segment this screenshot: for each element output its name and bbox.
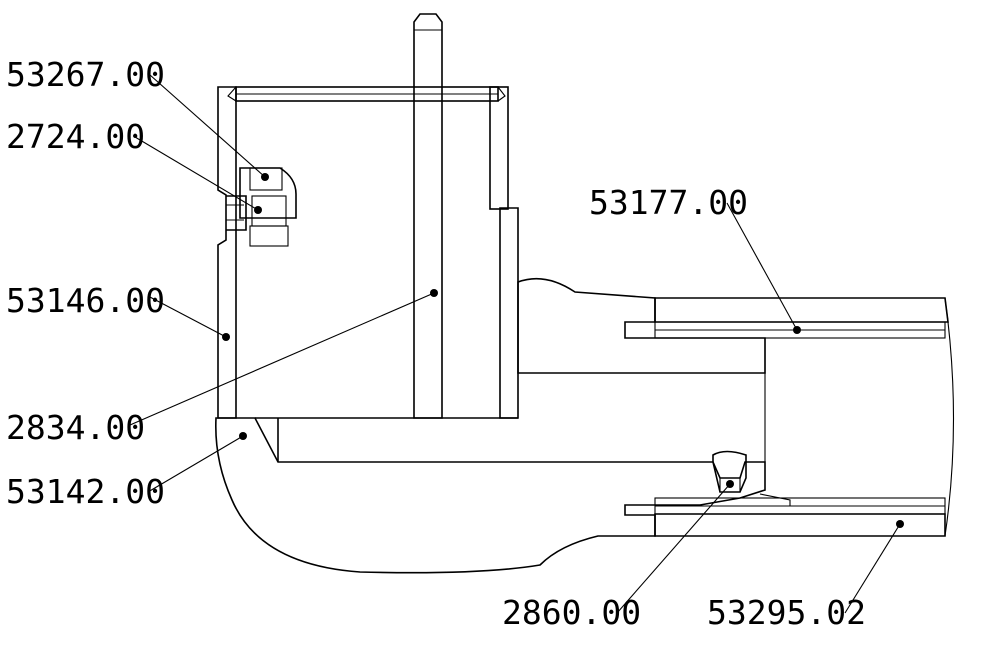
label-2860: 2860.00 (502, 593, 641, 632)
nut-and-screw (226, 167, 297, 247)
label-2724: 2724.00 (6, 117, 145, 156)
callout-labels: 53267.00 2724.00 53146.00 2834.00 53142.… (6, 55, 866, 632)
label-53295: 53295.02 (707, 593, 866, 632)
center-pin (413, 13, 443, 419)
label-53142: 53142.00 (6, 472, 165, 511)
callout-dots (222, 173, 904, 528)
tube-upper (654, 297, 949, 339)
contact-part (712, 450, 791, 506)
label-53146: 53146.00 (6, 281, 165, 320)
label-53267: 53267.00 (6, 55, 165, 94)
label-2834: 2834.00 (6, 408, 145, 447)
leader-lines (129, 74, 901, 614)
body-part (215, 207, 766, 574)
label-53177: 53177.00 (589, 183, 748, 222)
tube-lower (654, 297, 955, 537)
